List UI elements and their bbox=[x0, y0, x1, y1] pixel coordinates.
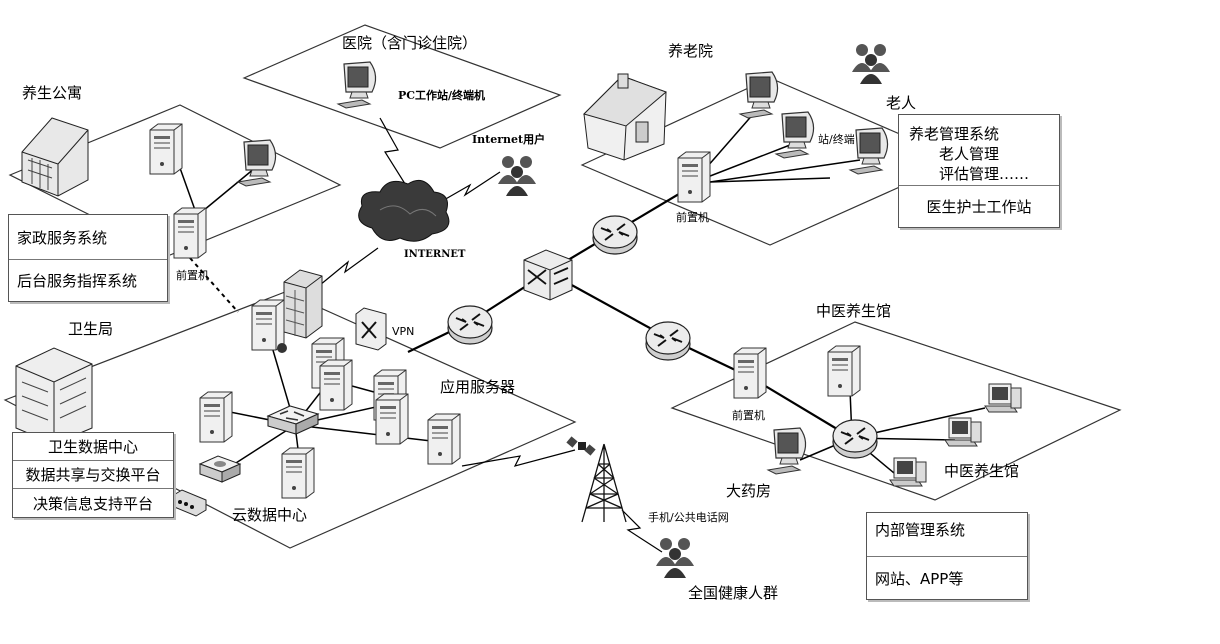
label-cloud-datacenter: 云数据中心 bbox=[232, 506, 308, 524]
label-mobile-network: 手机/公共电话网 bbox=[648, 511, 729, 524]
label-front-machine-elderly: 前置机 bbox=[676, 211, 709, 224]
label-tcm-hall-top: 中医养生馆 bbox=[816, 302, 892, 320]
tcm-system-internal-management: 内部管理系统 bbox=[867, 513, 1027, 557]
label-elderly-home: 养老院 bbox=[668, 42, 714, 60]
bureau-system-decision-support: 决策信息支持平台 bbox=[32, 494, 153, 513]
label-internet: INTERNET bbox=[404, 249, 466, 260]
label-front-machine-apartment: 前置机 bbox=[176, 269, 209, 282]
bureau-systems-box: 卫生数据中心 数据共享与交换平台 决策信息支持平台 bbox=[12, 432, 174, 518]
satellite-icon bbox=[566, 436, 596, 456]
apartment-systems-box: 家政服务系统 后台服务指挥系统 bbox=[8, 214, 168, 302]
apartment-system-housekeeping: 家政服务系统 bbox=[9, 215, 167, 260]
elderly-system-management: 养老管理系统 bbox=[909, 125, 1000, 143]
label-front-machine-tcm: 前置机 bbox=[732, 409, 765, 422]
wireless-links bbox=[319, 117, 663, 553]
label-station-terminal: 站/终端 bbox=[818, 133, 855, 146]
elderly-system-assessment: 评估管理…… bbox=[939, 165, 1030, 183]
label-tcm-hall-bottom: 中医养生馆 bbox=[944, 462, 1020, 480]
elderly-system-resident-management: 老人管理 bbox=[939, 145, 1000, 163]
platform-hospital bbox=[242, 24, 562, 149]
label-vpn: VPN bbox=[392, 325, 415, 338]
elderly-home-house-icon bbox=[583, 73, 667, 161]
vpn-device bbox=[355, 307, 387, 351]
bureau-system-data-exchange: 数据共享与交换平台 bbox=[13, 461, 173, 489]
label-national-health-people: 全国健康人群 bbox=[688, 584, 779, 602]
bureau-system-data-center: 卫生数据中心 bbox=[13, 433, 173, 461]
platform-tcm bbox=[670, 321, 1122, 501]
apartment-system-command: 后台服务指挥系统 bbox=[17, 272, 138, 290]
health-bureau-building-icon bbox=[15, 347, 93, 445]
storage-hub bbox=[198, 455, 242, 483]
tcm-systems-box: 内部管理系统 网站、APP等 bbox=[866, 512, 1028, 600]
tcm-system-website-app: 网站、APP等 bbox=[875, 569, 964, 588]
elderly-systems-main: 养老管理系统 老人管理 评估管理…… bbox=[899, 115, 1059, 186]
label-internet-users: Internet用户 bbox=[472, 133, 546, 146]
firewall bbox=[283, 269, 323, 339]
label-hospital: 医院（含门诊住院） bbox=[342, 34, 478, 52]
label-health-apartment: 养生公寓 bbox=[22, 84, 83, 102]
elderly-systems-box: 养老管理系统 老人管理 评估管理…… 医生护士工作站 bbox=[898, 114, 1060, 228]
label-elderly: 老人 bbox=[886, 94, 917, 112]
elderly-system-doctor-nurse-station: 医生护士工作站 bbox=[926, 198, 1032, 216]
internet-cloud bbox=[358, 179, 450, 242]
cell-tower-icon bbox=[581, 443, 627, 523]
label-health-bureau: 卫生局 bbox=[68, 320, 114, 338]
core-switch bbox=[523, 249, 573, 301]
apartment-building-icon bbox=[21, 117, 89, 197]
label-app-server: 应用服务器 bbox=[440, 378, 516, 396]
label-pc-terminal: PC工作站/终端机 bbox=[398, 89, 486, 102]
label-pharmacy: 大药房 bbox=[726, 482, 772, 500]
